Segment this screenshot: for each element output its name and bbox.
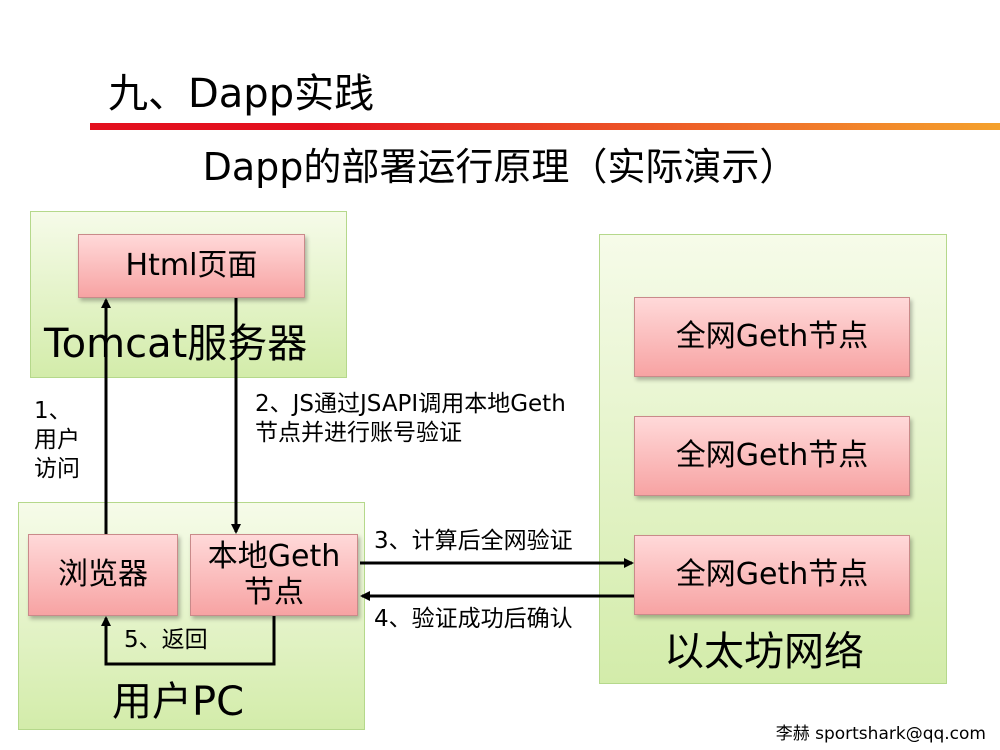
user-pc-label: 用户PC [112,679,245,725]
step2-label: 2、JS通过JSAPI调用本地Geth节点并进行账号验证 [255,391,566,446]
local-geth-node-label: 本地Geth节点 [207,539,341,610]
tomcat-server-label: Tomcat服务器 [44,321,308,367]
step1-label: 1、用户访问 [34,398,80,482]
slide-title: 九、Dapp实践 [108,71,375,117]
geth-node-2: 全网Geth节点 [634,416,910,496]
arrow-return [101,616,276,666]
step5-label: 5、返回 [124,627,208,653]
step4-label: 4、验证成功后确认 [374,606,573,632]
html-page-node: Html页面 [78,234,305,298]
slide-subtitle: Dapp的部署运行原理（实际演示） [202,145,798,189]
ethereum-network-label: 以太坊网络 [664,629,864,675]
browser-node: 浏览器 [28,534,178,616]
geth-node-1: 全网Geth节点 [634,297,910,377]
local-geth-node: 本地Geth节点 [190,534,358,616]
footer-credit: 李赫 sportshark@qq.com [775,724,986,744]
title-underline [90,123,1000,130]
step3-label: 3、计算后全网验证 [374,528,573,554]
geth-node-3: 全网Geth节点 [634,535,910,615]
